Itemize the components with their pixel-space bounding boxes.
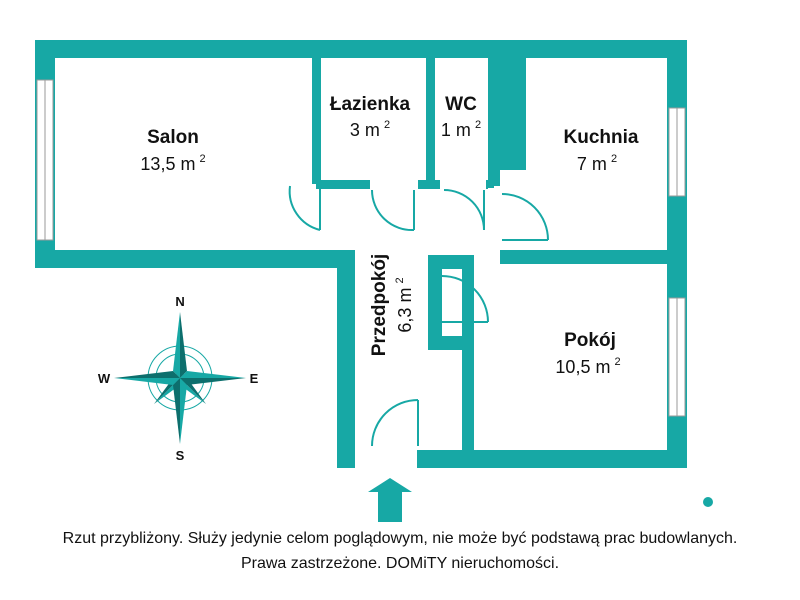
compass-west: W [98,371,111,386]
room-name-wc: WC [445,94,477,115]
disclaimer-line-1: Rzut przybliżony. Służy jedynie celom po… [62,530,738,547]
compass-north: N [175,294,184,309]
room-name-hallway: Przedpokój [369,254,390,356]
door-room [441,275,489,323]
room-name-room: Pokój [564,330,616,351]
wall-bottom [337,450,687,468]
room-area-hallway: 6,3 m2 [394,277,415,332]
doors [288,185,549,447]
wall-bath-wc [426,58,435,188]
wall-wc-kitchen [488,58,500,188]
wall-room-notch [428,336,472,350]
room-name-bathroom: Łazienka [330,94,411,115]
compass-south: S [176,448,185,463]
windows [36,79,686,417]
wall-kitchen-bottom [500,250,687,264]
door-wc [443,189,485,231]
wall-top [35,40,687,58]
door-bathroom [370,189,415,232]
compass-rose-icon: N S E W [98,294,259,463]
compass-east: E [250,371,259,386]
dot-marker [703,497,713,507]
wall-hall-left [337,250,355,468]
disclaimer-line-2: Prawa zastrzeżone. DOMiTY nieruchomości. [240,555,560,572]
door-kitchen [501,193,549,241]
door-salon [288,185,321,231]
door-openings [296,178,502,470]
room-name-salon: Salon [147,127,199,148]
wall-salon-bath [312,58,321,188]
room-name-kitchen: Kuchnia [564,127,639,148]
up-arrow-icon [368,478,412,522]
wall-room-left [462,255,474,468]
wall-salon-bottom [35,250,355,268]
wall-hall-right [428,255,442,350]
door-entrance [371,399,419,447]
